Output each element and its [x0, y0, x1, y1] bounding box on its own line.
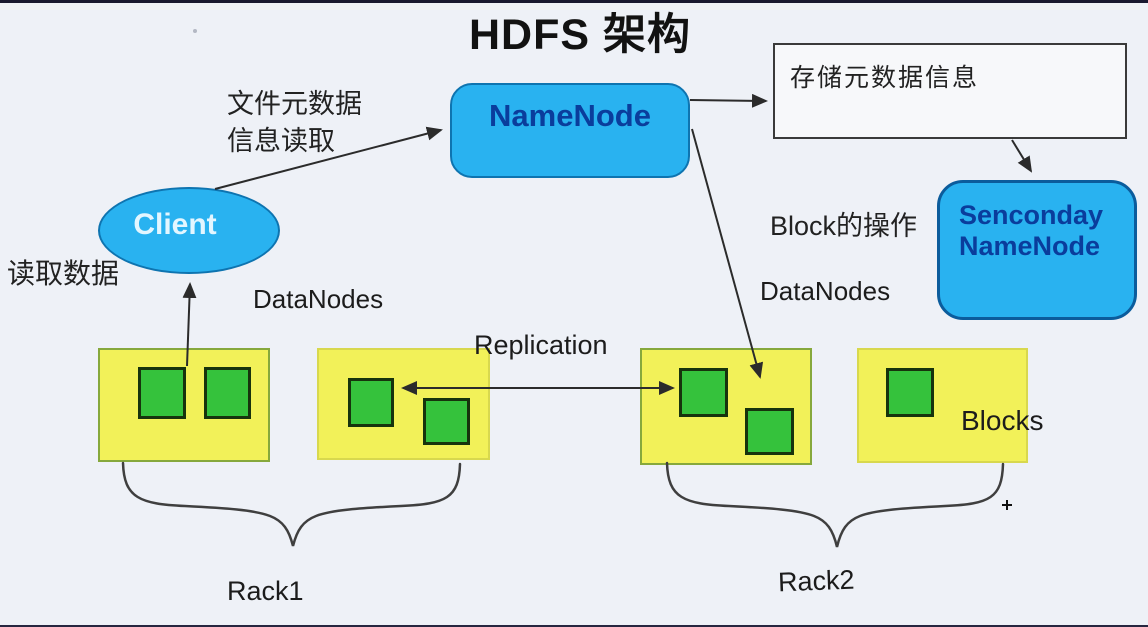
metadata-storage-box: 存储元数据信息: [773, 43, 1127, 139]
speck-artifact: [193, 29, 197, 33]
blocks-label: Blocks: [961, 405, 1044, 436]
metadata-storage-label: 存储元数据信息: [790, 64, 980, 92]
read-data-annotation: 读取数据: [7, 258, 120, 289]
cursor-cross-icon: [1002, 500, 1012, 510]
arrow-namenode-to-metadata-box: [689, 93, 768, 108]
block-operations-annotation: Block的操作: [770, 211, 918, 241]
namenode-label: NameNode: [489, 98, 651, 133]
datanodes-label-right: DataNodes: [760, 276, 891, 306]
secondary-namenode-box: Senconday NameNode: [937, 180, 1137, 320]
file-metadata-read-annotation: 文件元数据 信息读取: [227, 86, 362, 160]
rack1-datanode1-box: [98, 348, 270, 462]
secondary-namenode-label-line1: Senconday: [959, 200, 1104, 230]
arrow-namenode-to-rack2-datanode: [691, 128, 764, 379]
rack2-label: Rack2: [777, 564, 856, 598]
namenode-box: NameNode: [450, 83, 690, 178]
file-metadata-read-line2: 信息读取: [227, 126, 335, 156]
arrow-metadata-box-to-secondary: [1011, 139, 1033, 173]
rack1-label: Rack1: [227, 576, 304, 606]
rack1-datanode2-box: [317, 348, 490, 460]
rack2-brace: [665, 461, 1005, 548]
client-label: Client: [133, 207, 217, 241]
block: [745, 408, 794, 455]
block: [348, 378, 394, 427]
top-border-line: [0, 0, 1148, 3]
replication-label: Replication: [474, 330, 608, 360]
block: [204, 367, 251, 419]
block: [138, 367, 186, 419]
block: [423, 398, 470, 445]
secondary-namenode-label-line2: NameNode: [959, 231, 1101, 261]
client-ellipse: Client: [98, 187, 280, 274]
rack2-datanode1-box: [640, 348, 812, 465]
block: [886, 368, 934, 417]
page-title: HDFS 架构: [469, 11, 691, 59]
datanodes-label-left: DataNodes: [253, 284, 384, 314]
file-metadata-read-line1: 文件元数据: [227, 89, 362, 119]
block: [679, 368, 728, 417]
rack1-brace: [121, 461, 462, 547]
bottom-border-line: [0, 625, 1148, 627]
